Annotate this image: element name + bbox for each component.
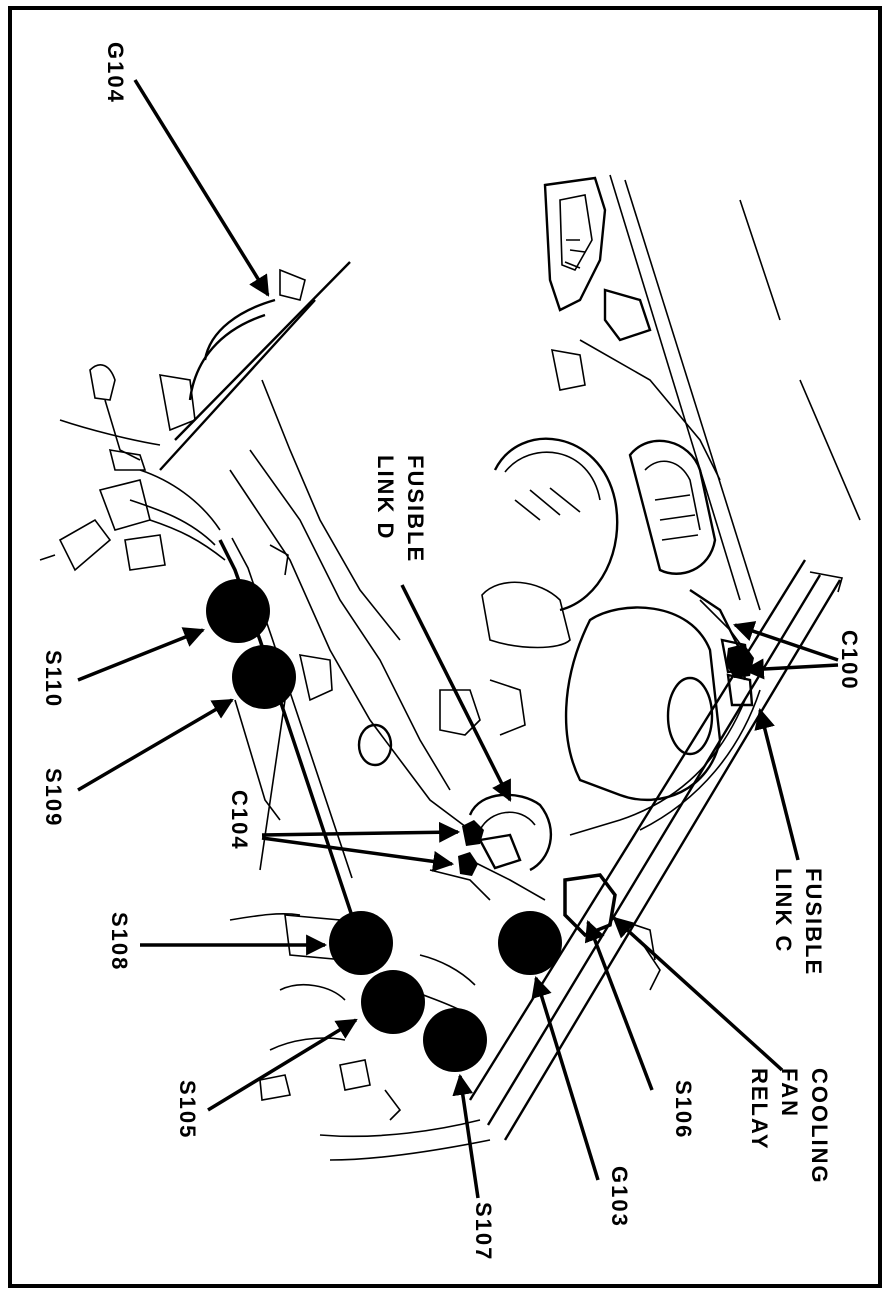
vehicle-engine-bay-illustration — [39, 174, 861, 1161]
c100-arrow-a — [733, 621, 839, 662]
c104-arrow-b — [261, 836, 455, 872]
s105-arrow — [207, 1018, 358, 1112]
g103-dot — [498, 911, 562, 975]
label-g103: G103 — [607, 1166, 632, 1228]
label-cooling-fan-relay-line2: FAN — [777, 1068, 802, 1118]
s109-arrow — [77, 698, 234, 792]
s107-arrow — [452, 1073, 480, 1199]
s106-arrow — [584, 920, 654, 1091]
fusible-link-d-arrow — [400, 584, 512, 802]
label-s108: S108 — [107, 912, 132, 971]
cooling-fan-relay-arrow — [612, 916, 784, 1072]
c104-arrow-a — [261, 821, 461, 843]
s108-dot — [329, 911, 393, 975]
diagram-border — [8, 6, 882, 1288]
s110-dot — [206, 579, 270, 643]
label-s105: S105 — [175, 1080, 200, 1139]
label-fusible-link-d-line2: LINK D — [373, 455, 398, 540]
label-c104: C104 — [227, 790, 252, 851]
callout-labels: G104 FUSIBLE LINK D C100 S110 S109 C104 … — [41, 42, 862, 1261]
c100-arrow-b — [742, 658, 839, 680]
s105-dot — [361, 970, 425, 1034]
s109-dot — [232, 645, 296, 709]
fusible-link-c-arrow — [754, 707, 800, 861]
label-fusible-link-d-line1: FUSIBLE — [403, 455, 428, 563]
s107-dot — [423, 1008, 487, 1072]
c104-connector-a — [462, 820, 484, 846]
callout-arrows — [77, 79, 839, 1199]
label-s107: S107 — [471, 1202, 496, 1261]
label-fusible-link-c-line2: LINK C — [771, 868, 796, 953]
label-cooling-fan-relay-line1: COOLING — [807, 1068, 832, 1185]
s110-arrow — [77, 627, 205, 682]
label-s106: S106 — [671, 1080, 696, 1139]
label-cooling-fan-relay-line3: RELAY — [747, 1068, 772, 1151]
label-s110: S110 — [41, 650, 66, 708]
label-g104: G104 — [103, 42, 128, 104]
g104-arrow — [133, 79, 270, 297]
g103-arrow — [531, 975, 600, 1181]
c104-connector-b — [458, 852, 478, 876]
label-c100: C100 — [837, 630, 862, 691]
label-s109: S109 — [41, 768, 66, 827]
splice-markers — [206, 579, 754, 1072]
label-fusible-link-c-line1: FUSIBLE — [801, 868, 826, 976]
